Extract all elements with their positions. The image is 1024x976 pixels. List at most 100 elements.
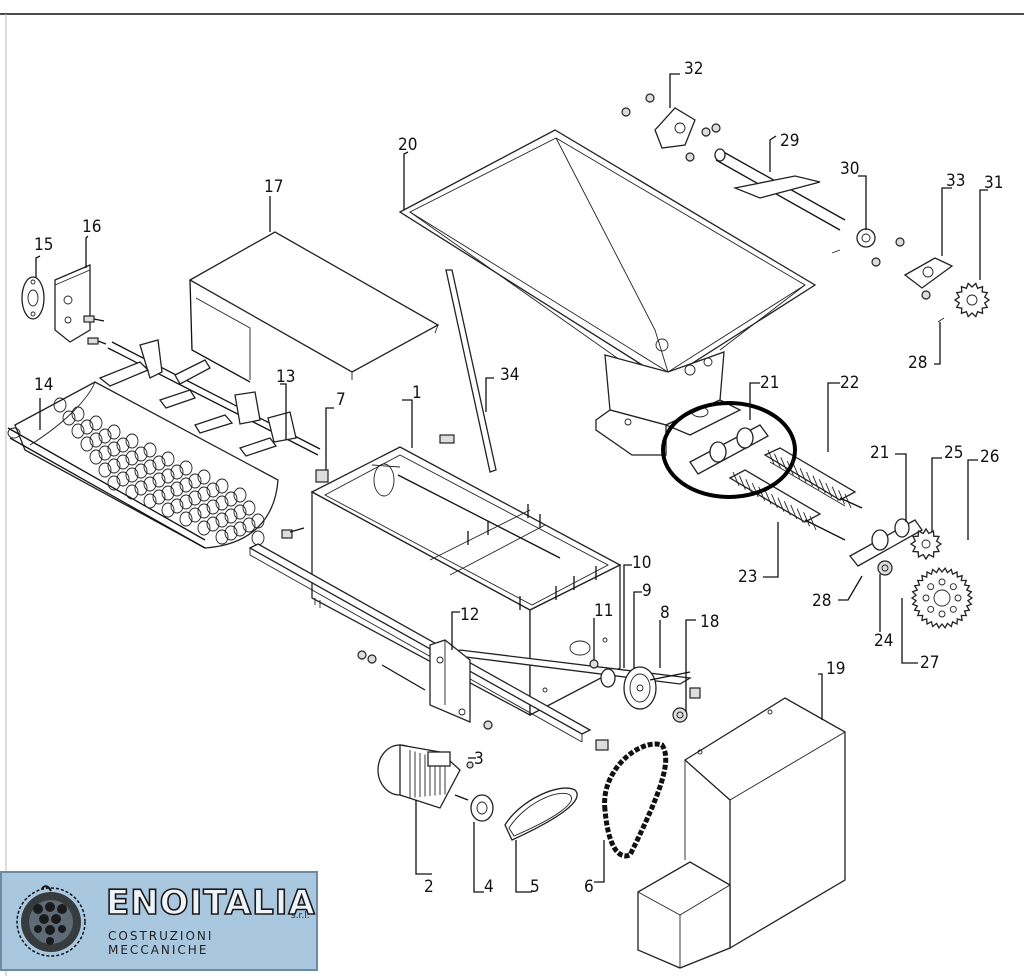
roller-rib (771, 493, 778, 509)
bracket-part-16 (54, 264, 91, 343)
roller-rib (831, 486, 839, 501)
label-part-11: 11 (594, 601, 613, 621)
sieve-hole (116, 471, 130, 487)
gear-hole (927, 583, 935, 591)
label-part-20: 20 (398, 135, 417, 155)
gear-hub (921, 539, 931, 549)
sieve-hole (197, 503, 211, 519)
roller-part-23 (728, 469, 846, 541)
label-part-30: 30 (840, 159, 859, 179)
roller-rib (758, 486, 766, 501)
roller-rib (790, 504, 798, 520)
label-part-27: 27 (920, 653, 939, 673)
gear-part-26 (910, 567, 974, 629)
label-part-32: 32 (684, 59, 703, 79)
sieve-hole (116, 437, 130, 453)
sieve-hole (206, 516, 220, 532)
gear-hole (954, 594, 962, 602)
label-part-10: 10 (632, 553, 651, 573)
agitator-shaft-part (98, 339, 321, 457)
label-part-26: 26 (980, 447, 999, 467)
sieve-hole (251, 530, 265, 546)
sieve-hole (125, 484, 139, 500)
label-part-21-left: 21 (760, 373, 779, 393)
sieve-hole (116, 454, 130, 470)
label-part-15: 15 (34, 235, 53, 255)
block-part-7 (315, 469, 329, 483)
label-part-6: 6 (584, 877, 594, 897)
sieve-hole (197, 469, 211, 485)
roller-rib (783, 501, 791, 516)
sieve-part (7, 381, 279, 549)
sieve-hole (179, 477, 193, 493)
roller-rib (739, 475, 746, 490)
roller-rib (764, 490, 772, 505)
label-part-19: 19 (826, 659, 845, 679)
logo-subtitle: COSTRUZIONI MECCANICHE (108, 929, 214, 957)
sieve-hole (80, 419, 94, 435)
label-part-29: 29 (780, 131, 799, 151)
roller-rib (812, 475, 820, 490)
sieve-hole (188, 507, 202, 523)
motor-part-2 (377, 744, 474, 809)
roller-part-22 (763, 447, 863, 509)
roller-rib (767, 449, 775, 465)
bushing-part-30 (831, 228, 876, 254)
sieve-hole (143, 459, 157, 475)
sieve-hole (197, 486, 211, 502)
label-part-9: 9 (642, 581, 652, 601)
sieve-hole (71, 406, 85, 422)
label-part-16: 16 (82, 217, 101, 237)
part-labels: 1 2 3 4 5 6 7 8 9 10 11 12 13 14 15 16 1… (34, 59, 1003, 897)
sieve-hole (215, 529, 229, 545)
gear-hole (938, 578, 946, 586)
sieve-hole (152, 472, 166, 488)
bolts-16 (83, 315, 107, 345)
sieve-hole (161, 468, 175, 484)
sieve-hole (107, 475, 121, 491)
sieve-hole (161, 485, 175, 501)
label-part-28-upper: 28 (908, 353, 927, 373)
sieve-hole (98, 462, 112, 478)
roller-rib (796, 508, 804, 523)
sieve-hole (179, 460, 193, 476)
roller-rib (803, 512, 810, 527)
sieve-hole (134, 463, 148, 479)
sieve-hole (233, 521, 247, 537)
company-logo: ENOITALIA s.r.l. COSTRUZIONI MECCANICHE (0, 871, 318, 971)
sieve-hole (143, 493, 157, 509)
label-part-24: 24 (874, 631, 893, 651)
sieve-hole (188, 490, 202, 506)
label-part-8: 8 (660, 603, 670, 623)
flange-part-15 (21, 276, 45, 320)
roller-rib (818, 479, 826, 494)
gear-hole (949, 583, 957, 591)
gear-hole (938, 610, 946, 618)
gear-teeth (953, 282, 991, 318)
label-part-34: 34 (500, 365, 519, 385)
sieve-hole (170, 498, 184, 514)
label-part-13: 13 (276, 367, 295, 387)
chain-part-6 (602, 741, 669, 859)
roller-rib (809, 515, 817, 531)
sieve-hole (251, 513, 265, 529)
sieve-hole (179, 511, 193, 527)
sieve-hole (125, 433, 139, 449)
sieve-hole (233, 487, 247, 503)
sieve-hole (71, 423, 85, 439)
bearing-part-21-left (689, 424, 769, 475)
gear-hub (933, 589, 951, 607)
sprocket-part-25 (909, 527, 943, 561)
sieve-hole (152, 489, 166, 505)
label-part-23: 23 (738, 567, 757, 587)
label-part-4: 4 (484, 877, 494, 897)
sieve-hole (152, 455, 166, 471)
rod-part-34 (445, 269, 497, 473)
label-part-21-right: 21 (870, 443, 889, 463)
gear-teeth (909, 527, 943, 561)
roller-rib (745, 479, 753, 494)
leader-lines (35, 73, 988, 893)
sieve-hole (188, 473, 202, 489)
hopper-part (398, 129, 817, 456)
